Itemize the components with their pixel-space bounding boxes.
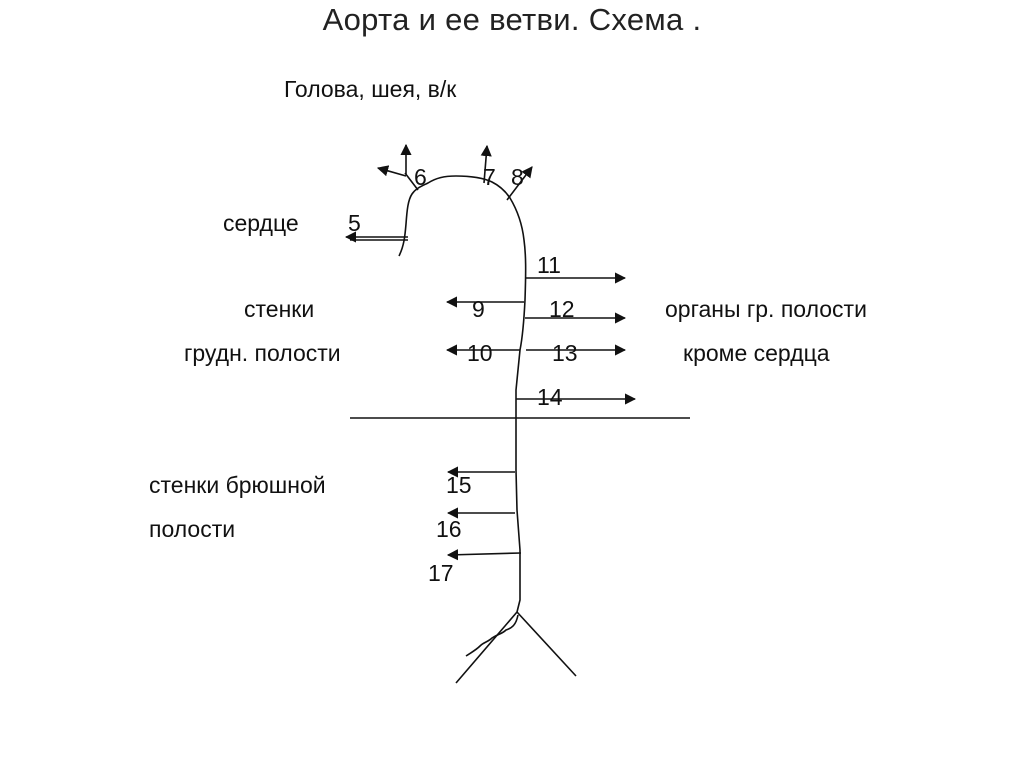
label-abdominal-walls-2: полости bbox=[149, 516, 236, 542]
label-thoracic-walls-1: стенки bbox=[244, 296, 315, 322]
label-thoracic-walls-2: грудн. полости bbox=[184, 340, 341, 366]
label-abdominal-walls-1: стенки брюшной bbox=[149, 472, 326, 498]
slide-title: Аорта и ее ветви. Схема . bbox=[322, 2, 702, 37]
arrow-8 bbox=[506, 166, 533, 201]
aorta-arch bbox=[398, 175, 527, 613]
label-head-neck: Голова, шея, в/к bbox=[284, 76, 457, 102]
arrow-7 bbox=[480, 144, 492, 184]
iliac-left bbox=[455, 611, 518, 684]
label-heart: сердце bbox=[223, 210, 299, 236]
iliac-wavy bbox=[465, 614, 519, 657]
branch-number-11: 11 bbox=[537, 252, 561, 278]
branch-number-17: 17 bbox=[428, 560, 454, 586]
branch-number-14: 14 bbox=[537, 384, 563, 410]
branch-number-13: 13 bbox=[552, 340, 578, 366]
label-thoracic-organs-2: кроме сердца bbox=[683, 340, 830, 366]
branch-number-7: 7 bbox=[483, 164, 496, 190]
arrow-6c bbox=[376, 165, 407, 177]
arrow-17 bbox=[446, 549, 522, 561]
branch-number-5: 5 bbox=[348, 210, 361, 236]
branch-number-16: 16 bbox=[436, 516, 462, 542]
branch-number-6: 6 bbox=[414, 164, 427, 190]
iliac-right bbox=[516, 611, 577, 677]
label-thoracic-organs-1: органы гр. полости bbox=[665, 296, 867, 322]
arrow-6a bbox=[404, 172, 419, 191]
branch-number-10: 10 bbox=[467, 340, 493, 366]
branch-number-8: 8 bbox=[511, 164, 524, 190]
